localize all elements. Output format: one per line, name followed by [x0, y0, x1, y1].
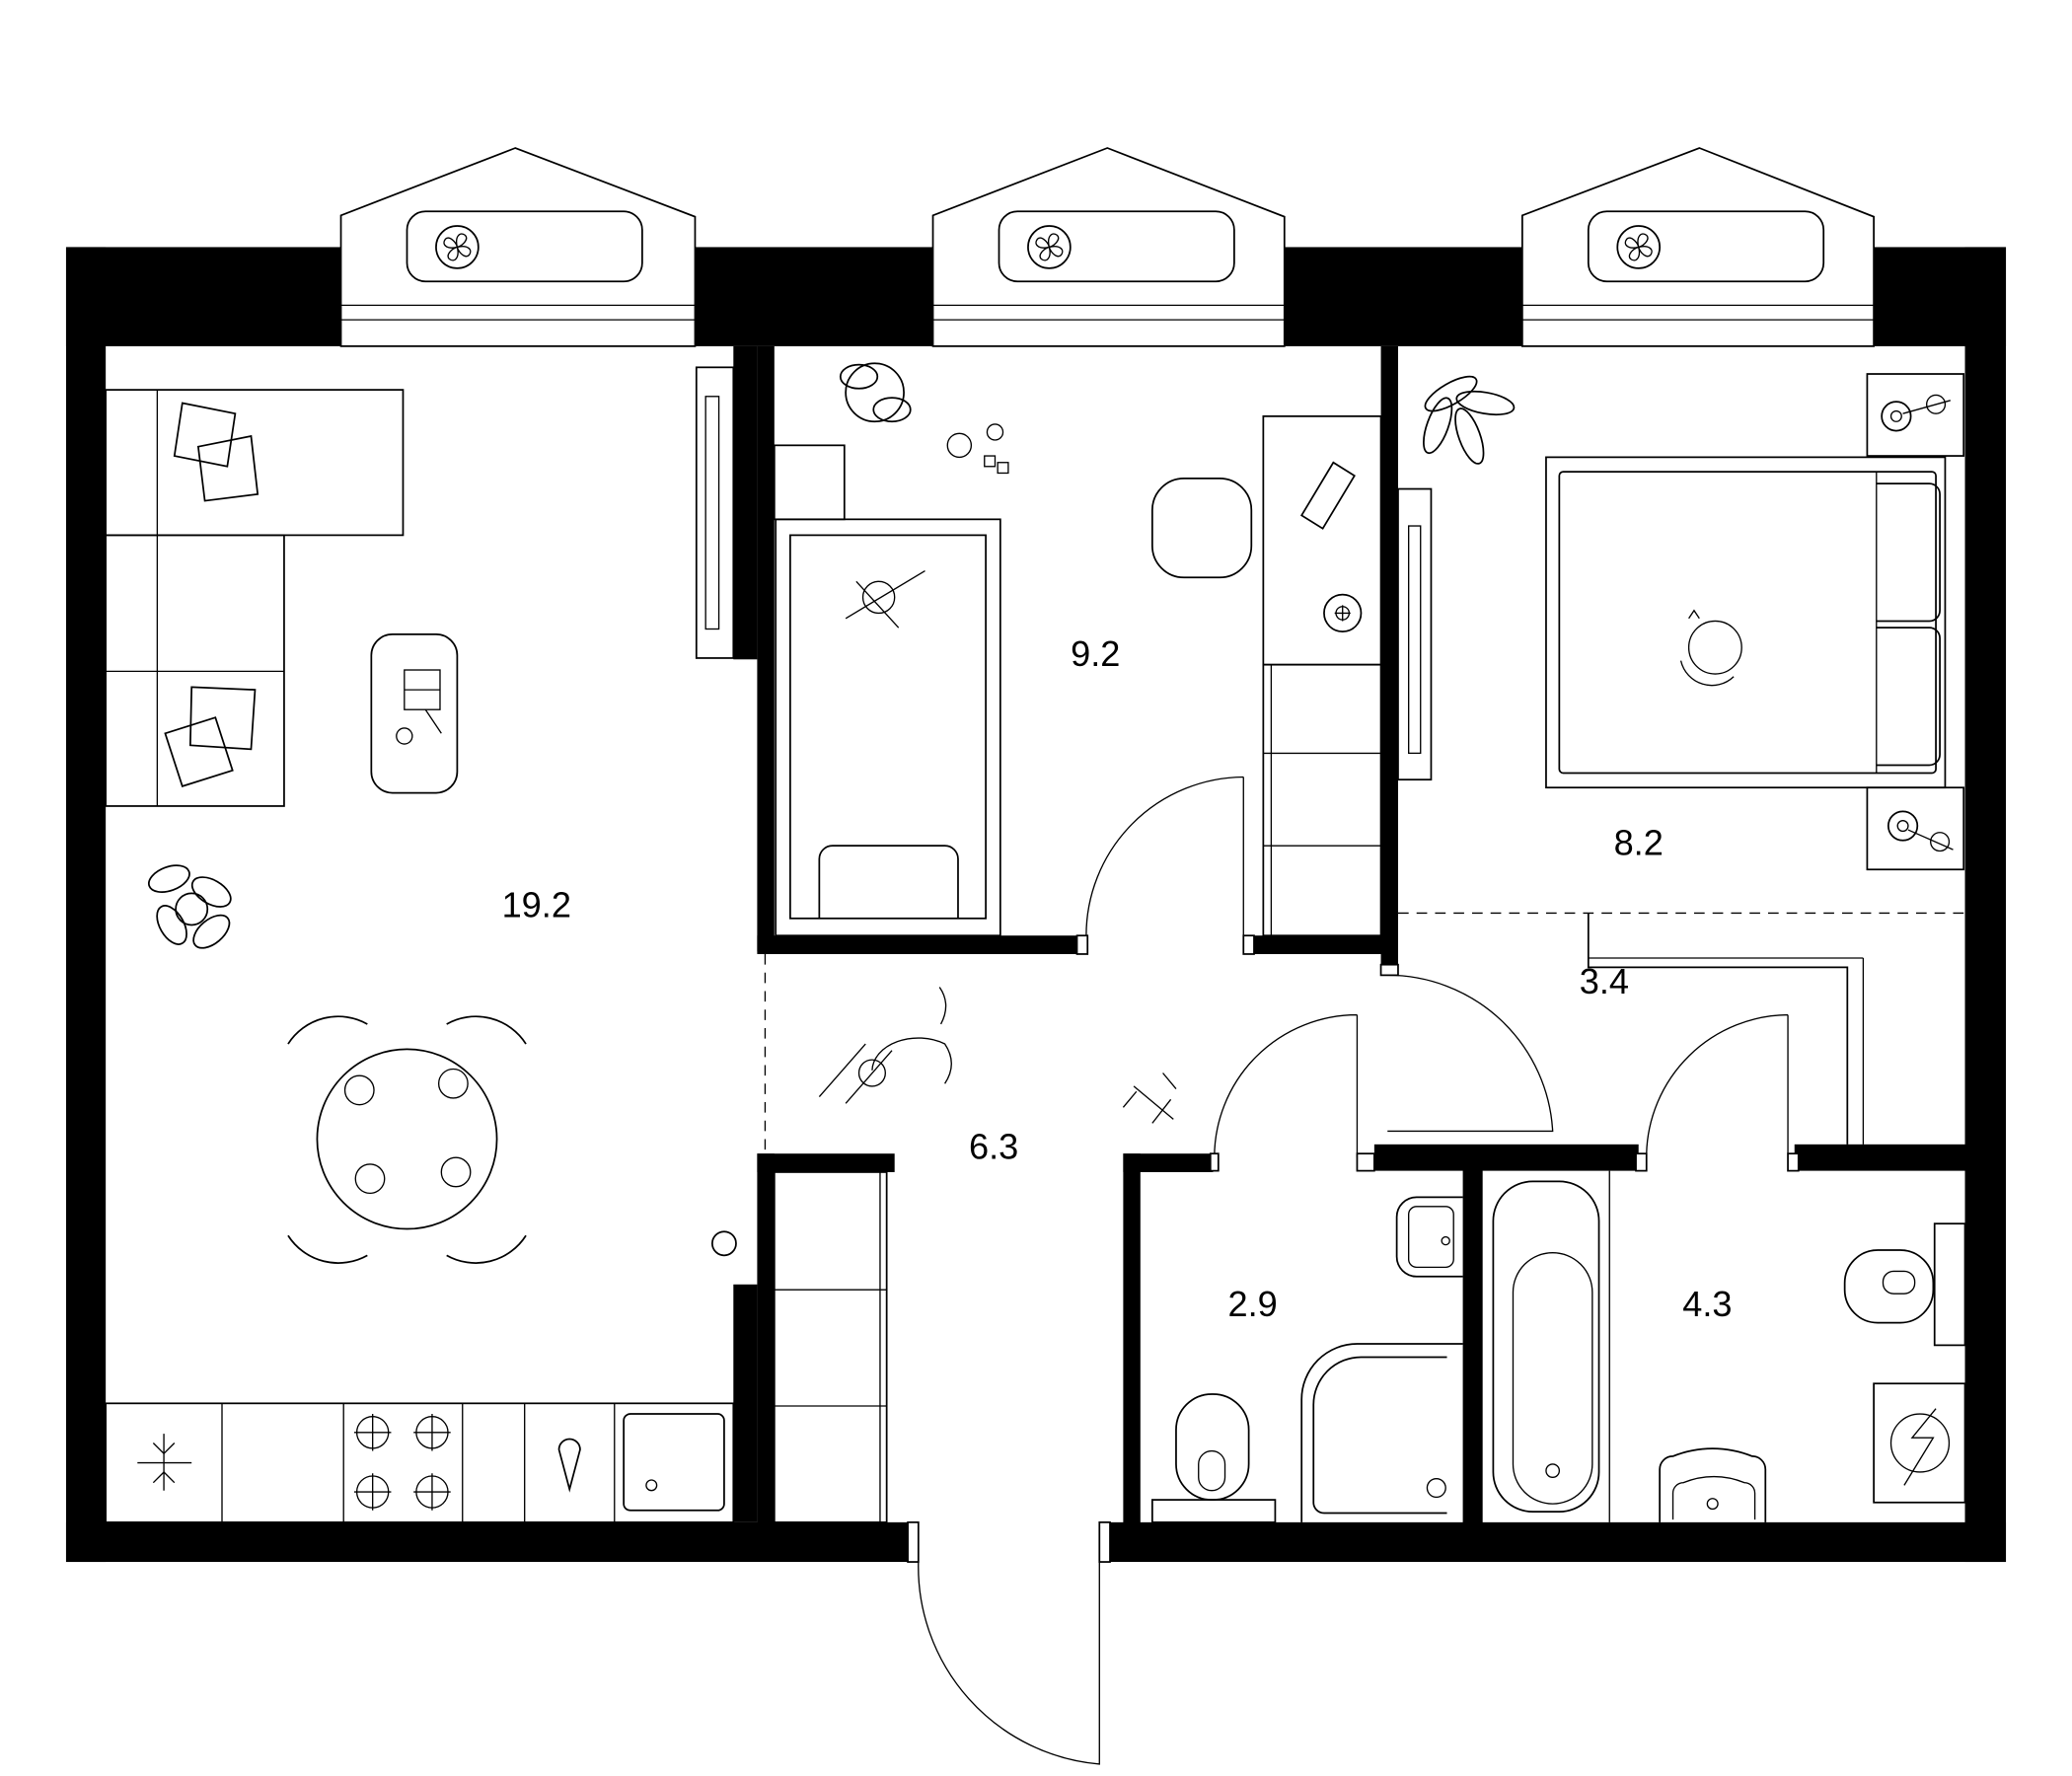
room-hallway: 6.3: [764, 953, 1177, 1765]
room-bathroom-small: 2.9: [1150, 1013, 1463, 1523]
plant-icon: [1423, 375, 1516, 465]
area-label-bathroom-small: 2.9: [1228, 1284, 1278, 1324]
freezer-icon: [137, 1434, 192, 1491]
coffee-table: [370, 632, 459, 794]
wardrobe: [1262, 663, 1382, 937]
chair: [1150, 477, 1253, 579]
shower-tray-icon: [1300, 1343, 1463, 1522]
room-bedroom: 8.2: [1397, 373, 1965, 871]
walls: [65, 247, 2007, 1563]
toys-icon: [946, 423, 1009, 475]
toilet-icon: [1150, 1393, 1277, 1523]
balcony-middle: [931, 147, 1286, 347]
toy-plane-icon: [1122, 1073, 1177, 1124]
washbasin-icon: [1659, 1447, 1767, 1522]
area-label-bathroom-large: 4.3: [1682, 1284, 1732, 1324]
kitchen-counter: [105, 1402, 735, 1523]
sink-icon: [623, 1413, 725, 1512]
fan-icon: [1616, 225, 1662, 269]
tv-unit: [695, 366, 735, 659]
fan-icon: [435, 225, 480, 269]
nightstand: [1866, 373, 1965, 457]
stove-icon: [353, 1414, 451, 1511]
area-label-bedroom: 8.2: [1614, 823, 1664, 863]
sofa: [105, 389, 405, 807]
cat-icon: [1679, 609, 1742, 687]
teddy-icon: [845, 569, 925, 629]
area-label-hallway: 6.3: [969, 1127, 1018, 1167]
double-bed: [1545, 456, 1947, 789]
plant-icon: [148, 864, 232, 949]
door-bedroom[interactable]: [1379, 963, 1554, 1133]
tv-unit: [1397, 487, 1433, 781]
balcony-left: [339, 147, 697, 347]
washing-machine-icon: [1873, 1382, 1966, 1504]
desk: [1262, 415, 1382, 666]
area-label-living: 19.2: [502, 884, 571, 925]
room-corridor: 3.4: [1379, 912, 1965, 1172]
entrance-door[interactable]: [907, 1520, 1111, 1765]
balcony-right: [1520, 147, 1875, 347]
washbasin-icon: [1395, 1196, 1463, 1278]
door-bathroom-small[interactable]: [1209, 1013, 1375, 1172]
kids-bed: [775, 518, 1001, 937]
dining-table: [287, 1015, 527, 1264]
door-bathroom-large[interactable]: [1635, 1013, 1800, 1172]
room-bathroom-large: 4.3: [1492, 1170, 1966, 1522]
toilet-icon: [1843, 1222, 1966, 1347]
area-label-kids: 9.2: [1071, 633, 1120, 674]
ball-icon: [711, 1230, 737, 1257]
dog-icon: [818, 987, 952, 1104]
dishwasher-icon: [557, 1438, 581, 1493]
area-label-corridor: 3.4: [1580, 961, 1629, 1001]
room-kids-bedroom: 9.2: [773, 362, 1382, 955]
bathtub-icon: [1492, 1170, 1610, 1522]
nightstand: [1866, 786, 1965, 871]
room-living-kitchen: 19.2: [105, 366, 737, 1523]
fan-icon: [1027, 225, 1072, 269]
door-kids[interactable]: [1075, 776, 1255, 955]
plant-icon: [839, 362, 912, 423]
shoe-cabinet: [773, 1171, 888, 1523]
